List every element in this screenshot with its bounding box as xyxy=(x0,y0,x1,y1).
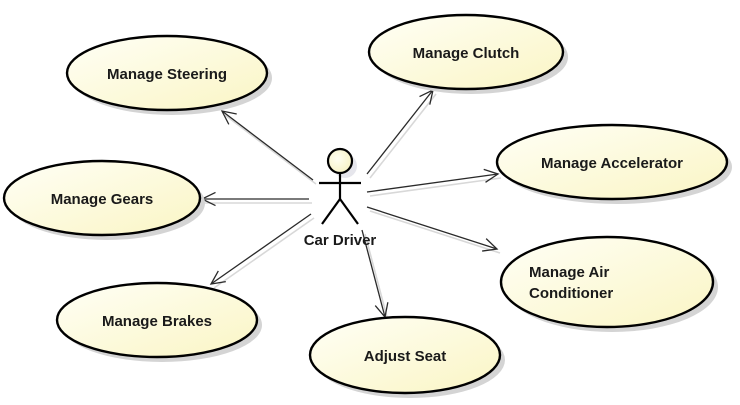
association-line xyxy=(366,173,499,193)
association-line xyxy=(366,89,434,175)
actor-left-leg xyxy=(321,198,341,225)
use-case-adjust-seat[interactable]: Adjust Seat xyxy=(308,315,505,398)
use-case-label: Manage Clutch xyxy=(413,45,520,62)
actor-head-icon xyxy=(326,147,354,175)
association-manage-air-conditioner xyxy=(366,206,501,254)
use-case-manage-steering[interactable]: Manage Steering xyxy=(65,34,272,115)
use-case-ellipse xyxy=(55,281,259,359)
association-line xyxy=(210,213,312,285)
association-manage-brakes xyxy=(209,213,315,289)
use-case-label: Manage Steering xyxy=(107,66,227,83)
use-case-label-line-2: Conditioner xyxy=(529,285,613,302)
association-shadow xyxy=(213,217,315,289)
use-case-manage-gears[interactable]: Manage Gears xyxy=(2,159,205,240)
use-case-ellipse xyxy=(2,159,202,237)
use-case-label: Manage Brakes xyxy=(102,313,212,330)
use-case-ellipse xyxy=(495,123,729,201)
open-arrowhead-icon xyxy=(220,110,237,125)
association-line xyxy=(361,229,386,318)
use-case-manage-accelerator[interactable]: Manage Accelerator xyxy=(495,123,732,204)
association-manage-clutch xyxy=(366,88,437,179)
use-case-label-line-1: Manage Air xyxy=(529,264,609,281)
use-case-label: Manage Accelerator xyxy=(541,155,683,172)
association-shadow xyxy=(224,114,317,185)
actor-car-driver[interactable]: Car Driver xyxy=(304,147,377,249)
association-line xyxy=(366,206,498,250)
use-case-ellipse xyxy=(308,315,502,395)
association-line xyxy=(221,110,314,181)
open-arrowhead-icon xyxy=(482,238,499,252)
association-manage-accelerator xyxy=(366,168,502,197)
use-case-label: Adjust Seat xyxy=(364,348,447,365)
associations xyxy=(200,88,502,322)
open-arrowhead-icon xyxy=(483,168,500,183)
association-shadow xyxy=(369,93,437,179)
use-case-ellipse xyxy=(367,13,565,91)
use-case-manage-brakes[interactable]: Manage Brakes xyxy=(55,281,262,362)
use-case-ellipse xyxy=(65,34,269,112)
actor-label: Car Driver xyxy=(304,232,377,249)
association-manage-gears xyxy=(200,191,312,207)
open-arrowhead-icon xyxy=(209,270,226,285)
actor-right-leg xyxy=(339,198,359,225)
use-case-manage-clutch[interactable]: Manage Clutch xyxy=(367,13,568,94)
association-manage-steering xyxy=(220,110,317,185)
use-case-manage-air-conditioner[interactable]: Manage Air Conditioner xyxy=(499,235,718,332)
association-shadow xyxy=(364,233,389,322)
use-case-label: Manage Gears xyxy=(51,191,154,208)
use-case-ellipse xyxy=(499,235,715,329)
use-cases: Manage Steering Manage Clutch Manage Gea… xyxy=(2,13,732,398)
association-shadow xyxy=(369,210,501,254)
association-shadow xyxy=(369,177,502,197)
